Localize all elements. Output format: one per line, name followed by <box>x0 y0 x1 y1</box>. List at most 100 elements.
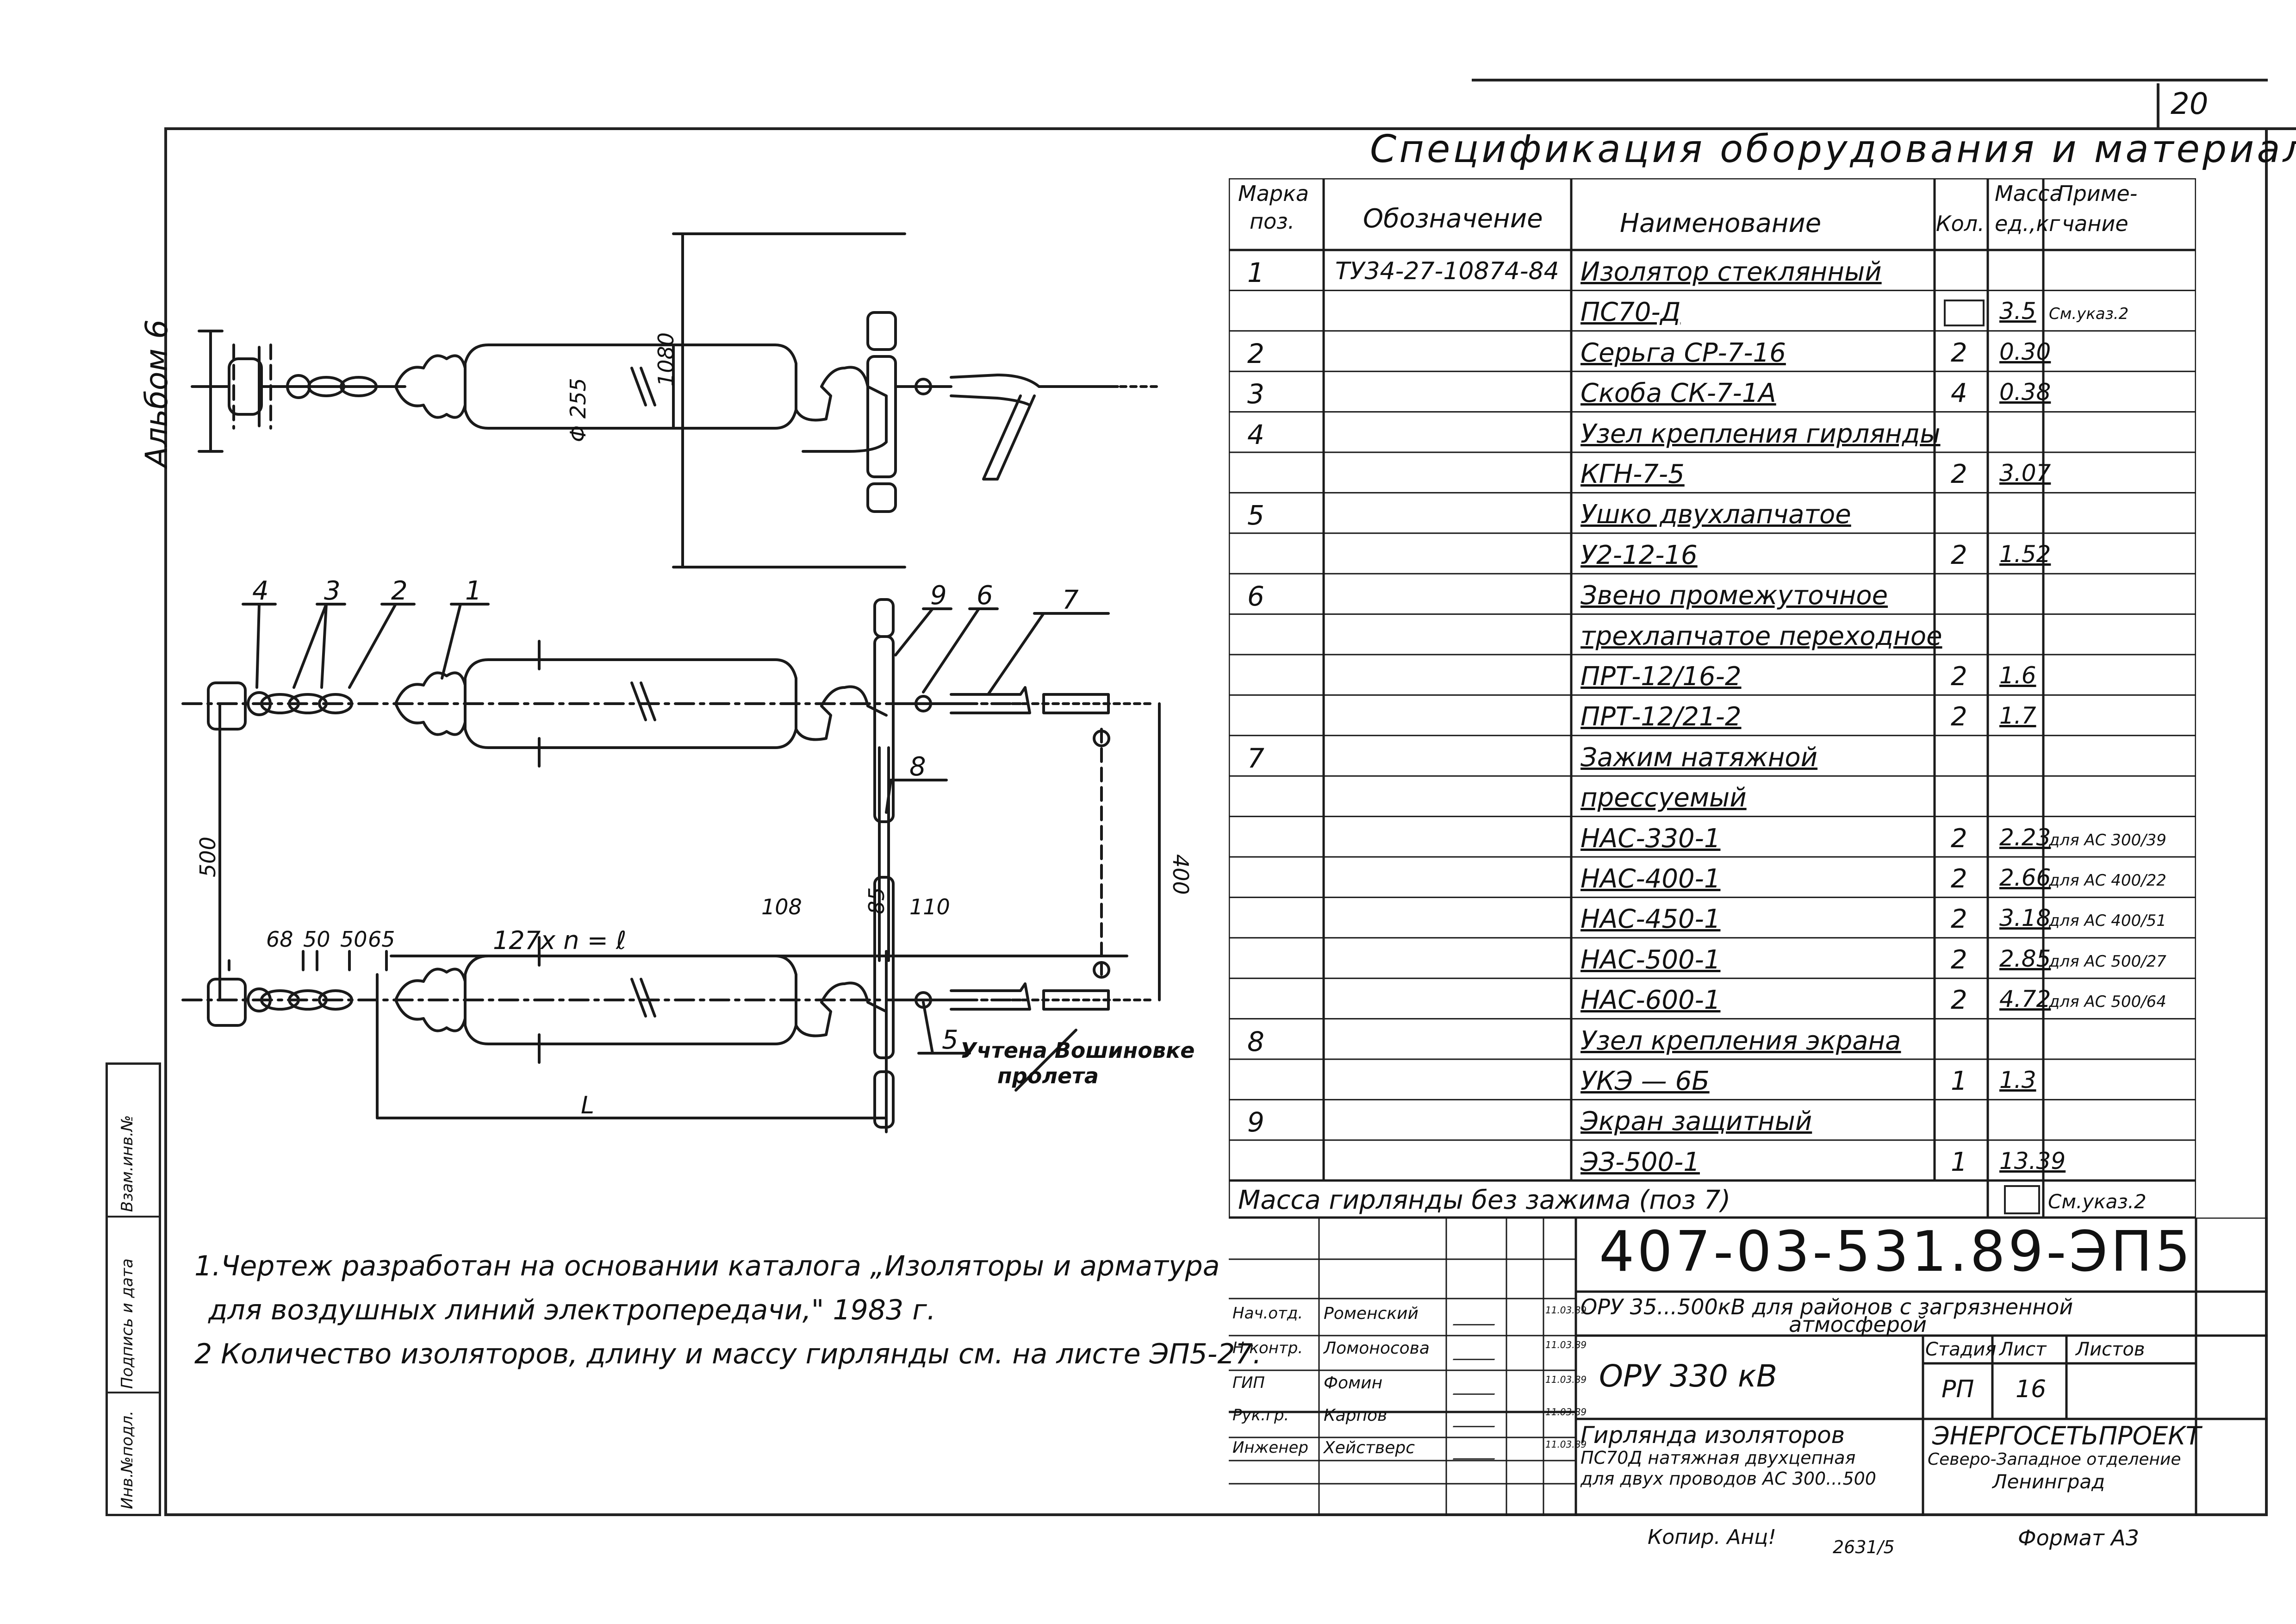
spec-grid <box>1229 178 2196 1218</box>
spec-name: Звено промежуточное <box>1580 581 1888 611</box>
binding-text: Взам.инв.№ <box>118 1115 137 1212</box>
dim-d68: 68 <box>266 927 293 952</box>
note-1-line2: для воздушных линий электропередачи," 19… <box>208 1294 936 1326</box>
spec-note: для АС 400/51 <box>2049 912 2166 931</box>
drawing-note-line1: Учтена Вошиновке <box>960 1038 1195 1063</box>
dim-d65: 65 <box>368 927 395 952</box>
staff-role: Рук.гр. <box>1232 1406 1289 1424</box>
header-mark-l1: Марка <box>1238 181 1309 206</box>
spec-qty: 2 <box>1951 459 1967 489</box>
spec-name: трехлапчатое переходное <box>1580 621 1942 651</box>
dim-d50b: 50 <box>340 927 367 952</box>
spec-qty: 2 <box>1951 904 1967 935</box>
binding-cell: Взам.инв.№ <box>108 1065 159 1218</box>
spec-qty: 2 <box>1951 985 1967 1016</box>
spec-name: Зажим натяжной <box>1580 742 1818 773</box>
spec-note: для АС 400/22 <box>2049 871 2166 890</box>
spec-name: ПС70-Д <box>1580 297 1681 328</box>
spec-name: УКЭ — 6Б <box>1580 1066 1710 1096</box>
spec-mass: 0.30 <box>1999 338 2051 365</box>
note-1-line1: 1.Чертеж разработан на основании каталог… <box>194 1250 1220 1282</box>
spec-mass: 0.38 <box>1999 379 2051 406</box>
callout-9: 9 <box>930 581 947 611</box>
spec-name: Изолятор стеклянный <box>1580 257 1882 287</box>
signature <box>1452 1310 1500 1325</box>
spec-mass: 2.85 <box>1999 945 2051 972</box>
spec-mass: 1.6 <box>1999 662 2036 689</box>
spec-footer-label: Масса гирлянды без зажима (поз 7) <box>1238 1185 1731 1215</box>
spec-name: У2-12-16 <box>1580 540 1698 570</box>
spec-name: НАС-600-1 <box>1580 985 1721 1016</box>
spec-mass: 3.18 <box>1999 905 2051 932</box>
garland-drawing: Φ 255 1080 500 400 68 50 50 65 127х n = … <box>181 232 1195 1133</box>
spec-name: Экран защитный <box>1580 1106 1812 1137</box>
header-mass-l1: Масса <box>1995 181 2063 206</box>
front-view-upper <box>181 598 1156 823</box>
binding-strip: Взам.инв.№ Подпись и дата Инв.№подл. <box>106 1062 161 1516</box>
qty-box <box>1944 300 1985 327</box>
staff-role: ГИП <box>1232 1374 1265 1392</box>
callout-1: 1 <box>465 576 482 606</box>
footer-format: Формат А3 <box>2018 1525 2139 1550</box>
staff-name: Фомин <box>1324 1374 1383 1393</box>
callout-3: 3 <box>324 576 341 606</box>
project-title-line2: атмосферой <box>1789 1312 1927 1337</box>
sheet-title-line1: Гирлянда изоляторов <box>1580 1422 1845 1449</box>
header-note-l1: Приме- <box>2057 181 2138 206</box>
spec-name: ЭЗ-500-1 <box>1580 1147 1700 1177</box>
dim-d400: 400 <box>1168 854 1193 895</box>
spec-name: прессуемый <box>1580 783 1747 813</box>
binding-text: Подпись и дата <box>118 1258 137 1389</box>
sheets-header: Листов <box>2076 1339 2145 1360</box>
callout-2: 2 <box>391 576 408 606</box>
spec-qty: 2 <box>1951 864 1967 894</box>
header-note-l2: чание <box>2062 211 2128 236</box>
spec-mass: 2.23 <box>1999 824 2051 851</box>
staff-name: Хействерс <box>1324 1438 1415 1457</box>
spec-qty: 2 <box>1951 944 1967 975</box>
callout-5: 5 <box>942 1025 958 1055</box>
header-designation: Обозначение <box>1363 204 1543 234</box>
dim-d50a: 50 <box>303 927 330 952</box>
spec-name: НАС-450-1 <box>1580 904 1721 935</box>
spec-mass: 3.07 <box>1999 460 2051 487</box>
spec-pos: 3 <box>1247 378 1264 410</box>
note-2: 2 Количество изоляторов, длину и массу г… <box>194 1338 1262 1370</box>
spec-pos: 9 <box>1247 1106 1264 1138</box>
staff-role: Нач.отд. <box>1232 1304 1303 1323</box>
spec-designation: ТУ34-27-10874-84 <box>1335 257 1559 285</box>
sheet-title-line2: ПС70Д натяжная двухцепная <box>1580 1448 1856 1468</box>
spec-name: ПРТ-12/21-2 <box>1580 702 1742 732</box>
footer-copy: Копир. Анц! <box>1648 1525 1776 1549</box>
staff-name: Карпов <box>1324 1406 1388 1425</box>
page-number: 20 <box>2171 87 2209 121</box>
signature <box>1452 1345 1500 1360</box>
callout-8: 8 <box>909 752 926 782</box>
spec-pos: 8 <box>1247 1025 1264 1057</box>
org-line3: Ленинград <box>1992 1470 2105 1493</box>
spec-name: Узел крепления экрана <box>1580 1025 1901 1056</box>
spec-qty: 1 <box>1951 1066 1967 1096</box>
spec-qty: 1 <box>1951 1147 1967 1177</box>
spec-footer-note: См.указ.2 <box>2048 1190 2147 1213</box>
binding-text: Инв.№подл. <box>118 1411 137 1509</box>
binding-cell: Подпись и дата <box>108 1218 159 1393</box>
staff-date: 11.03.89 <box>1545 1406 1587 1418</box>
staff-date: 11.03.89 <box>1545 1305 1587 1316</box>
sheet-header: Лист <box>1999 1339 2047 1360</box>
top-view <box>191 232 1161 568</box>
spec-mass: 1.52 <box>1999 540 2051 568</box>
staff-name: Ломоносова <box>1324 1339 1430 1358</box>
spec-name: Узел крепления гирлянды <box>1580 418 1941 449</box>
stage-header: Стадия <box>1925 1339 1997 1360</box>
dim-d108: 108 <box>761 894 802 919</box>
drawing-note-line2: пролета <box>997 1063 1099 1088</box>
spec-pos: 6 <box>1247 581 1264 612</box>
spec-qty: 2 <box>1951 823 1967 854</box>
spec-pos: 7 <box>1247 742 1264 774</box>
spec-mass: 1.3 <box>1999 1067 2036 1093</box>
dim-formula: 127х n = ℓ <box>493 926 626 955</box>
front-view-lower <box>181 876 1156 1129</box>
header-mass-l2: ед.,кг <box>1995 211 2060 236</box>
spec-name: НАС-500-1 <box>1580 944 1721 975</box>
